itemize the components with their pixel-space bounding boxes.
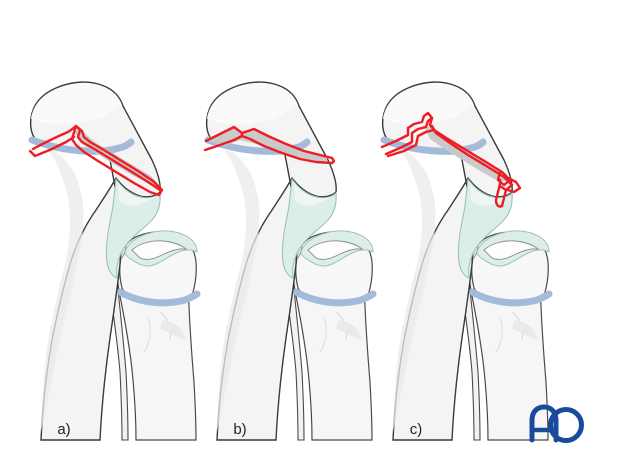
ulna-growth-plate [116, 288, 201, 307]
bone-texture [143, 317, 151, 353]
bone-texture [512, 320, 538, 340]
panel-c-fracture-lines [380, 111, 522, 208]
bone-texture [336, 320, 362, 340]
panel-a-label: a) [57, 421, 70, 438]
humerus-trochlea-cartilage [457, 177, 513, 279]
humerus-head-dome [383, 83, 474, 125]
ao-logo [529, 404, 584, 443]
humerus-trochlea-cartilage [105, 177, 161, 279]
ulna-growth-plate [292, 288, 377, 307]
humerus-shading [41, 150, 84, 432]
panel-b-label: b) [233, 421, 246, 438]
bone-texture [319, 317, 327, 353]
panel-a-fracture-lines [28, 124, 164, 197]
ulna-cartilage-highlight [307, 240, 364, 260]
ulna-growth-plate [468, 288, 553, 307]
cartilage-highlight [470, 182, 509, 206]
panel-b-humerus [204, 81, 337, 441]
bone-texture [160, 320, 186, 340]
humerus-head-dome [207, 83, 298, 125]
panel-a-forearm-bone [95, 230, 201, 441]
panel-c-label: c) [410, 421, 423, 438]
panel-a: a) [28, 81, 201, 441]
humerus-shading [393, 150, 436, 432]
ulna-cartilage-highlight [131, 240, 188, 260]
ao-logo-letter-o [548, 407, 584, 443]
panel-c: c) [380, 81, 553, 441]
humerus-shading [217, 150, 260, 432]
bone-texture [495, 317, 503, 353]
panel-b-fracture-lines [203, 125, 336, 165]
panel-b-fracture-fragment-fill [208, 128, 328, 162]
humerus-trochlea-cartilage [281, 177, 337, 279]
cartilage-highlight [294, 182, 333, 206]
panel-a-humerus [28, 81, 161, 441]
ulna-cartilage-highlight [483, 240, 540, 260]
cartilage-highlight [118, 182, 157, 206]
humerus-head-dome [31, 83, 122, 125]
panel-b: b) [203, 81, 377, 441]
panel-c-humerus [380, 81, 513, 441]
